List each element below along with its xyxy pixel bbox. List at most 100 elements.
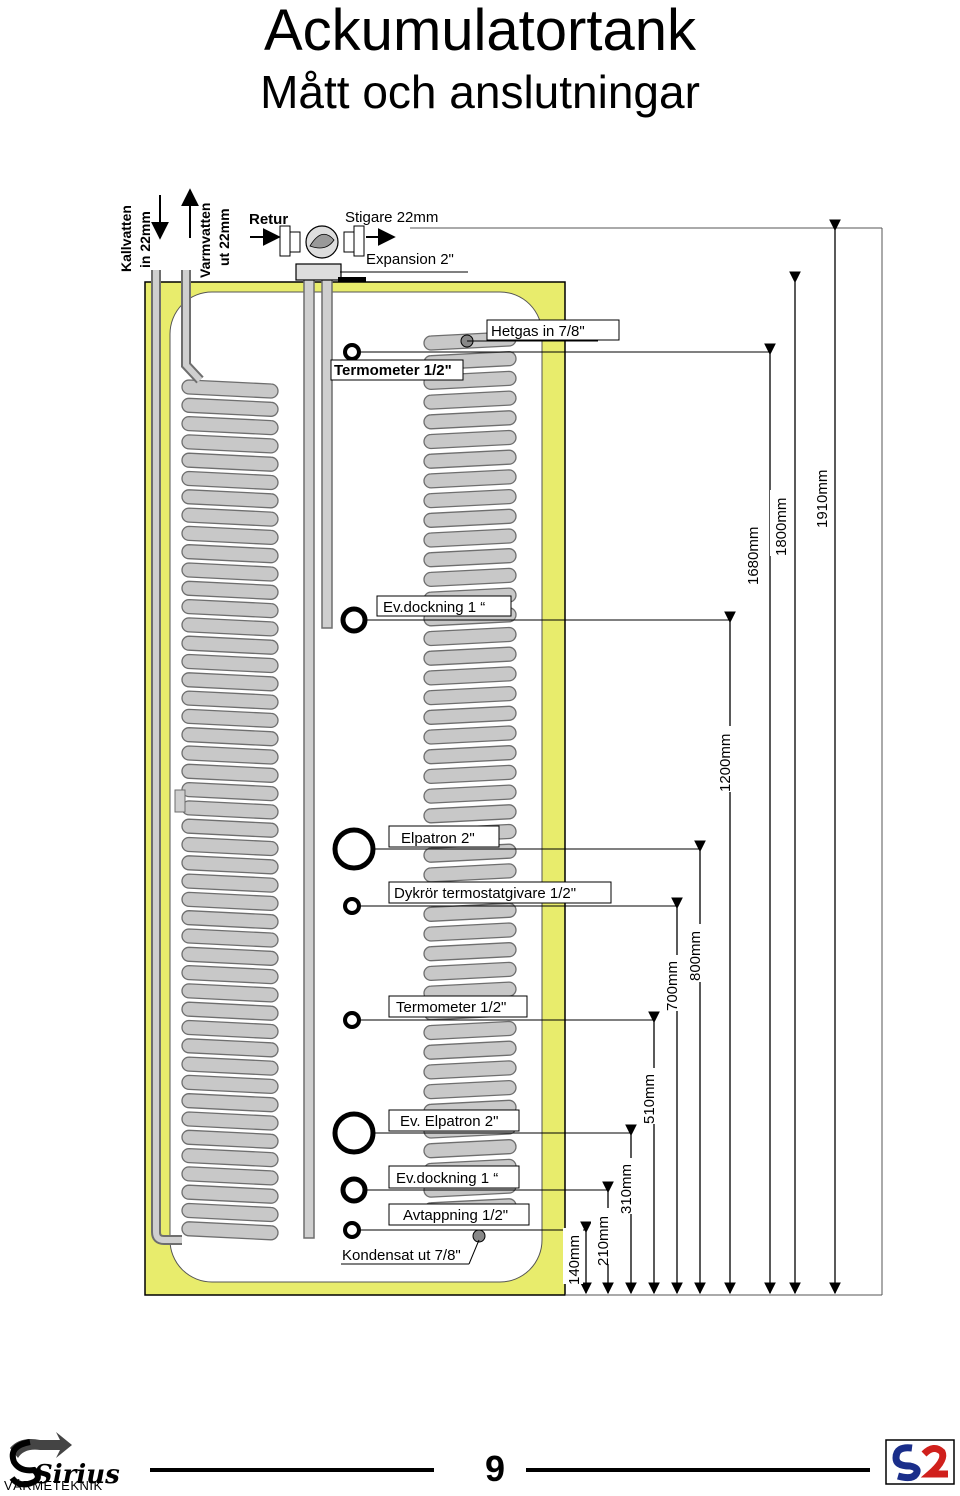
coil-left-turn	[181, 489, 279, 509]
coil-left-turn	[181, 1202, 279, 1223]
coil-left-turn	[181, 562, 279, 582]
stigare-pipe	[321, 277, 333, 629]
port-ev-elpatron	[332, 1111, 376, 1155]
coil-right-turn	[423, 1139, 517, 1159]
valve-assembly	[279, 225, 366, 282]
coil-left-turn	[181, 910, 279, 930]
coil-right-turn	[423, 863, 517, 883]
coil-left-turn	[181, 1111, 279, 1131]
coil-left-turn	[181, 598, 279, 619]
coil-left-turn	[181, 672, 279, 692]
coil-right-turn	[423, 646, 517, 666]
coil-left-turn	[181, 1001, 279, 1021]
coil-right-turn	[423, 1040, 517, 1060]
varmvatten-label-2: ut 22mm	[216, 208, 232, 266]
retur-pipe	[303, 277, 315, 1239]
coil-left-turn	[181, 781, 279, 802]
hetgas-label: Hetgas in 7/8"	[491, 323, 585, 340]
coil-right-turn	[423, 488, 517, 509]
coil-left-turn	[181, 873, 279, 893]
dim-310: 310mm	[618, 1164, 635, 1214]
coil-left-turn	[181, 983, 279, 1003]
coil-left-turn	[181, 855, 279, 875]
port-dockning-top	[340, 606, 368, 634]
coil-right-turn	[423, 961, 517, 982]
hot-water-pipe-core	[183, 270, 203, 383]
kallvatten-label: Kallvatten	[118, 205, 134, 272]
coil-left-turn	[181, 1184, 279, 1204]
coil-left-turn	[181, 763, 279, 783]
page-subtitle: Mått och anslutningar	[260, 66, 700, 118]
expansion-label: Expansion 2"	[366, 251, 454, 268]
coil-right-turn	[423, 469, 517, 489]
dykror-label: Dykrör termostatgivare 1/2"	[394, 885, 576, 902]
coil-left-turn	[181, 891, 279, 912]
dim-1680: 1680mm	[745, 527, 762, 585]
dim-510: 510mm	[641, 1074, 658, 1124]
coil-right-turn	[423, 449, 517, 469]
page-number: 9	[484, 1448, 506, 1489]
coil-right-turn	[423, 626, 517, 647]
port-termometer-bottom	[343, 1011, 361, 1029]
coil-right-turn	[423, 725, 517, 745]
coil-right-turn	[423, 1020, 517, 1041]
coil-left-turn	[181, 452, 279, 472]
coil-right-turn	[423, 685, 517, 706]
coil-right-turn	[423, 666, 517, 686]
coil-left-turn	[181, 727, 279, 747]
coil-left-turn	[181, 1166, 279, 1186]
coil-left-turn	[181, 745, 279, 765]
dim-1200: 1200mm	[717, 734, 734, 792]
dim-140: 140mm	[566, 1235, 583, 1285]
coil-right-turn	[423, 922, 517, 942]
coil-left-turn	[181, 836, 279, 857]
coil-left-turn	[181, 690, 279, 710]
coil-left-turn	[181, 964, 279, 985]
dockning-bottom-label: Ev.dockning 1 “	[396, 1170, 498, 1187]
coil-left-turn	[181, 653, 279, 674]
ev-elpatron-label: Ev. Elpatron 2"	[400, 1113, 498, 1130]
coil-left-turn	[181, 470, 279, 491]
coil-right-turn	[423, 784, 517, 804]
coil-left-turn	[181, 617, 279, 637]
coil-right-turn	[423, 508, 517, 528]
coil-right-turn	[423, 804, 517, 824]
dim-1910: 1910mm	[814, 470, 831, 528]
coil-right-turn	[423, 764, 517, 785]
termometer-bottom-label: Termometer 1/2"	[396, 999, 506, 1016]
coil-right-turn	[423, 548, 517, 568]
coil-left-turn	[181, 507, 279, 527]
coil-left-turn	[181, 1074, 279, 1095]
port-elpatron	[332, 827, 376, 871]
coil-right-turn	[423, 1079, 517, 1100]
dim-700: 700mm	[664, 961, 681, 1011]
avtappning-label: Avtappning 1/2"	[403, 1207, 508, 1224]
coil-right	[423, 331, 517, 1218]
logo-left	[9, 1432, 72, 1488]
logo-left-subtitle: VÄRMETEKNIK	[4, 1478, 103, 1493]
coil-right-turn	[423, 942, 517, 962]
coil-left-turn	[181, 635, 279, 655]
coil-right-turn	[423, 390, 517, 410]
port-avtappning	[343, 1221, 361, 1239]
coil-left-turn	[181, 1093, 279, 1113]
coil-left-turn	[181, 1019, 279, 1040]
coil-left-turn	[181, 1038, 279, 1058]
port-termometer-top	[343, 343, 361, 361]
page-title: Ackumulatortank	[264, 0, 696, 63]
coil-left-turn	[181, 397, 279, 417]
coil-left-turn	[181, 818, 279, 838]
coil-left-turn	[181, 1221, 279, 1241]
coil-right-turn	[423, 902, 517, 922]
coil-left-turn	[181, 1056, 279, 1076]
coil-left-turn	[181, 525, 279, 546]
retur-label: Retur	[249, 211, 288, 228]
stigare-label: Stigare 22mm	[345, 209, 438, 226]
coil-left-turn	[181, 379, 279, 399]
varmvatten-label: Varmvatten	[197, 203, 213, 278]
logo-right	[885, 1439, 955, 1485]
port-dockning-bottom	[340, 1176, 368, 1204]
kondensat-label: Kondensat ut 7/8"	[342, 1247, 461, 1264]
pipe-mark	[174, 789, 186, 813]
